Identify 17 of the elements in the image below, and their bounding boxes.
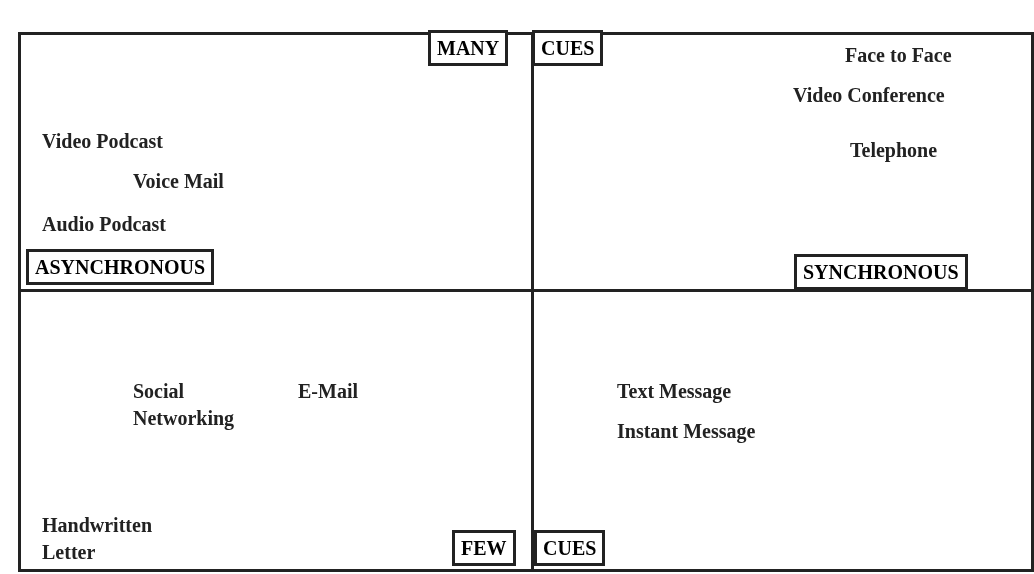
axis-label-box: CUES [534,530,606,566]
media-label: Instant Message [617,419,756,445]
axis-label-box: ASYNCHRONOUS [26,249,215,285]
media-label: Social Networking [133,379,236,432]
media-label: Audio Podcast [42,212,166,237]
media-label: Voice Mail [133,169,224,194]
axis-label-box: CUES [532,30,604,66]
axis-label-box: SYNCHRONOUS [794,254,968,290]
media-label: Video Podcast [42,129,163,154]
media-label: Text Message [617,379,732,405]
axis-label-box: FEW [452,530,516,566]
axis-label-box: MANY [428,30,509,66]
media-label: Face to Face [845,43,952,68]
media-label: Handwritten Letter [42,513,153,565]
media-label: Telephone [850,138,938,164]
media-label: Video Conference [793,83,945,108]
media-label: E-Mail [298,379,358,404]
